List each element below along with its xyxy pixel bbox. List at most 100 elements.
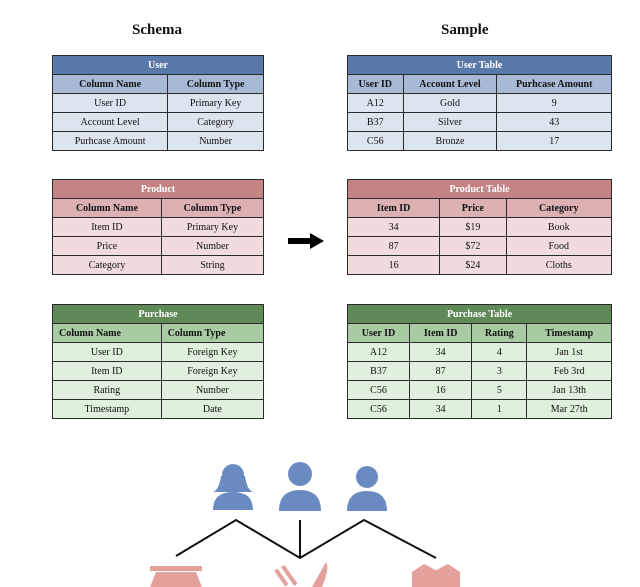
table-row: User ID Foreign Key xyxy=(52,342,265,362)
sample-product-table: Product Table Item ID Price Category 34 … xyxy=(346,179,613,275)
table-cell: Number xyxy=(160,236,265,256)
column-header: Column Type xyxy=(167,74,264,94)
table-title: Purchase Table xyxy=(347,304,612,324)
table-row: User ID Primary Key xyxy=(51,93,264,113)
table-row: 16 $24 Cloths xyxy=(346,255,613,275)
table-cell: 16 xyxy=(346,255,441,275)
table-cell: Number xyxy=(160,380,265,400)
connection-lines xyxy=(175,518,437,560)
column-header: Price xyxy=(439,198,507,218)
table-cell: B37 xyxy=(346,361,411,381)
column-header: Column Type xyxy=(160,198,265,218)
table-row: Price Number xyxy=(52,236,265,256)
table-title: Purchase xyxy=(52,304,264,324)
column-header: Timestamp xyxy=(526,323,612,343)
table-cell: 3 xyxy=(471,361,528,381)
table-cell: 34 xyxy=(409,342,473,362)
column-header: Item ID xyxy=(346,198,441,218)
table-cell: 1 xyxy=(471,399,528,419)
column-header: Purhcase Amount xyxy=(496,74,612,94)
table-cell: Food xyxy=(505,236,613,256)
table-cell: User ID xyxy=(52,342,162,362)
shirt-icon xyxy=(412,564,460,587)
table-cell: Cloths xyxy=(505,255,613,275)
table-row: 34 $19 Book xyxy=(346,217,613,237)
table-row: B37 87 3 Feb 3rd xyxy=(346,361,612,381)
person-female-icon xyxy=(213,464,253,510)
table-cell: Book xyxy=(505,217,613,237)
table-row: A12 Gold 9 xyxy=(347,93,612,113)
table-cell: A12 xyxy=(346,342,411,362)
table-cell: Category xyxy=(167,112,264,132)
column-header: Rating xyxy=(471,323,528,343)
table-cell: Date xyxy=(160,399,265,419)
schema-heading: Schema xyxy=(132,22,182,38)
column-header: Column Name xyxy=(52,323,162,343)
table-row: Item ID Primary Key xyxy=(52,217,265,237)
table-cell: 16 xyxy=(409,380,473,400)
table-cell: Item ID xyxy=(52,361,162,381)
table-cell: Foreign Key xyxy=(160,342,265,362)
sample-purchase-table: Purchase Table User ID Item ID Rating Ti… xyxy=(346,304,612,419)
table-cell: Feb 3rd xyxy=(526,361,612,381)
column-header: Column Name xyxy=(51,74,169,94)
table-row: 87 $72 Food xyxy=(346,236,613,256)
table-cell: C56 xyxy=(347,131,404,151)
table-title: User Table xyxy=(347,55,612,75)
column-header: Item ID xyxy=(409,323,473,343)
table-row: C56 Bronze 17 xyxy=(347,131,612,151)
table-cell: Gold xyxy=(402,93,498,113)
column-header: Column Name xyxy=(52,198,162,218)
table-cell: Jan 1st xyxy=(526,342,612,362)
table-title: User xyxy=(52,55,264,75)
column-header: User ID xyxy=(347,74,404,94)
table-cell: Foreign Key xyxy=(160,361,265,381)
table-row: C56 34 1 Mar 27th xyxy=(346,399,612,419)
table-cell: 43 xyxy=(496,112,612,132)
table-row: Rating Number xyxy=(52,380,265,400)
column-header: User ID xyxy=(346,323,411,343)
table-cell: Price xyxy=(52,236,162,256)
column-header: Column Type xyxy=(160,323,265,343)
book-icon xyxy=(150,566,202,587)
table-cell: 9 xyxy=(496,93,612,113)
table-cell: String xyxy=(160,255,265,275)
sample-heading: Sample xyxy=(441,22,489,38)
table-cell: $24 xyxy=(439,255,507,275)
table-title: Product Table xyxy=(347,179,612,199)
table-cell: Timestamp xyxy=(52,399,162,419)
arrow-right-icon xyxy=(288,233,324,249)
table-cell: B37 xyxy=(347,112,404,132)
table-cell: User ID xyxy=(51,93,169,113)
table-row: C56 16 5 Jan 13th xyxy=(346,380,612,400)
person-icon xyxy=(347,466,387,511)
table-cell: A12 xyxy=(347,93,404,113)
table-cell: Purhcase Amount xyxy=(51,131,169,151)
table-cell: Item ID xyxy=(52,217,162,237)
table-row: Item ID Foreign Key xyxy=(52,361,265,381)
table-cell: Category xyxy=(52,255,162,275)
table-cell: C56 xyxy=(346,399,411,419)
table-cell: Number xyxy=(167,131,264,151)
table-row: A12 34 4 Jan 1st xyxy=(346,342,612,362)
schema-user-table: User Column Name Column Type User ID Pri… xyxy=(51,55,264,151)
table-cell: $19 xyxy=(439,217,507,237)
table-cell: Bronze xyxy=(402,131,498,151)
table-cell: Primary Key xyxy=(167,93,264,113)
table-cell: C56 xyxy=(346,380,411,400)
table-cell: 34 xyxy=(409,399,473,419)
schema-purchase-table: Purchase Column Name Column Type User ID… xyxy=(52,304,265,419)
table-row: Purhcase Amount Number xyxy=(51,131,264,151)
table-row: Category String xyxy=(52,255,265,275)
table-cell: Primary Key xyxy=(160,217,265,237)
table-cell: Account Level xyxy=(51,112,169,132)
schema-product-table: Product Column Name Column Type Item ID … xyxy=(52,179,265,275)
table-cell: 34 xyxy=(346,217,441,237)
table-row: Timestamp Date xyxy=(52,399,265,419)
table-cell: Silver xyxy=(402,112,498,132)
table-cell: Mar 27th xyxy=(526,399,612,419)
table-cell: 5 xyxy=(471,380,528,400)
table-cell: 4 xyxy=(471,342,528,362)
table-cell: 17 xyxy=(496,131,612,151)
sample-user-table: User Table User ID Account Level Purhcas… xyxy=(347,55,612,151)
